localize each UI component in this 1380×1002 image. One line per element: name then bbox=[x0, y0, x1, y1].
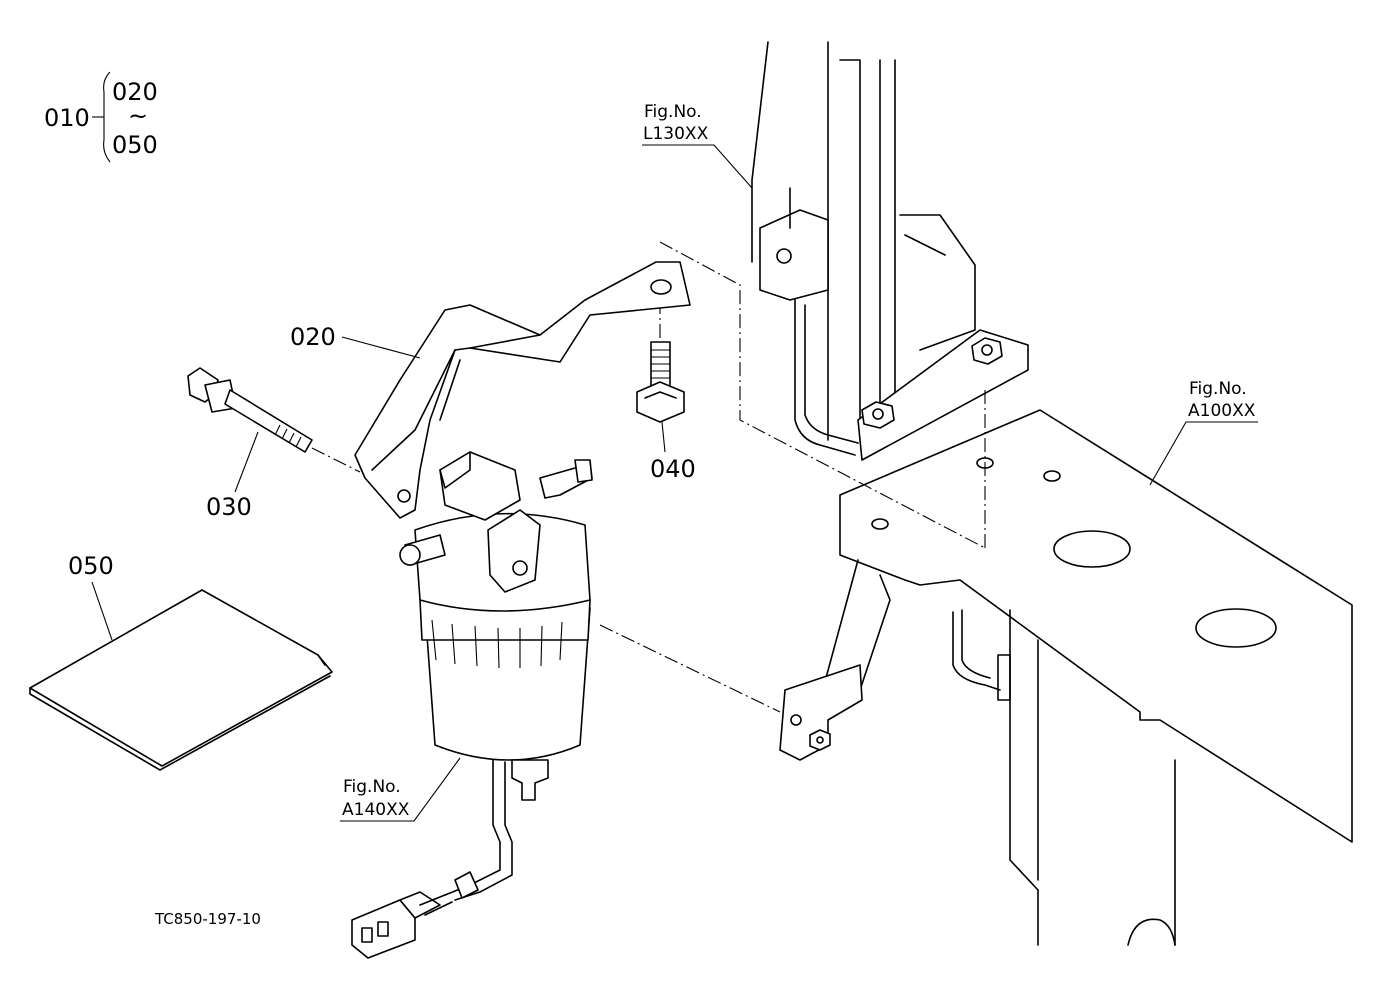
bracket-bolt-hole bbox=[776, 248, 792, 264]
callout-050: 050 bbox=[68, 552, 114, 580]
callout-040: 040 bbox=[650, 455, 696, 483]
long-bolt-030 bbox=[187, 367, 361, 473]
instruction-sheet-050 bbox=[29, 589, 333, 771]
fig-ref-a140-label: Fig.No. bbox=[343, 777, 401, 797]
hex-nut-bottom bbox=[861, 401, 895, 429]
wire-connector bbox=[351, 891, 453, 959]
callout-020-range-start: 020 bbox=[112, 78, 158, 106]
callout-050-range-end: 050 bbox=[112, 131, 158, 159]
fig-ref-l130-label: Fig.No. bbox=[644, 102, 702, 122]
chassis-frame-a100 bbox=[751, 41, 1353, 946]
bracket-lower-hole bbox=[397, 489, 411, 503]
frame-hole-small-2 bbox=[1043, 470, 1061, 482]
fig-ref-a140-number: A140XX bbox=[342, 800, 410, 820]
range-separator: ~ bbox=[128, 102, 148, 130]
mounting-bracket-020 bbox=[354, 261, 691, 519]
frame-plate bbox=[839, 409, 1353, 843]
hex-nut-top bbox=[971, 337, 1003, 365]
fig-ref-a140: Fig.No. A140XX bbox=[340, 757, 461, 822]
bracket-upper-hole bbox=[650, 279, 672, 295]
frame-hole-small-3 bbox=[871, 518, 889, 530]
fig-ref-a100-number: A100XX bbox=[1188, 401, 1256, 421]
frame-hole-large-1 bbox=[1053, 530, 1131, 568]
flange-bolt-040 bbox=[636, 341, 685, 423]
callout-020: 020 bbox=[290, 323, 336, 351]
callout-030: 030 bbox=[206, 493, 252, 521]
frame-hole-large-2 bbox=[1195, 608, 1277, 648]
callouts: 020 030 040 050 bbox=[68, 323, 696, 641]
leg-clamp-nut bbox=[809, 729, 831, 751]
fuel-filter-assembly bbox=[351, 451, 593, 959]
group-brace bbox=[103, 71, 111, 163]
fig-ref-l130-number: L130XX bbox=[643, 124, 709, 144]
post-bracket bbox=[759, 209, 829, 301]
drawing-code: TC850-197-10 bbox=[154, 910, 261, 928]
callout-010: 010 bbox=[44, 104, 90, 132]
group-callout: 010 020 ~ 050 bbox=[44, 71, 158, 163]
drain-valve bbox=[511, 759, 549, 801]
fig-ref-l130: Fig.No. L130XX bbox=[642, 102, 753, 189]
fig-ref-a100: Fig.No. A100XX bbox=[1149, 379, 1258, 486]
fig-ref-a100-label: Fig.No. bbox=[1189, 379, 1247, 399]
